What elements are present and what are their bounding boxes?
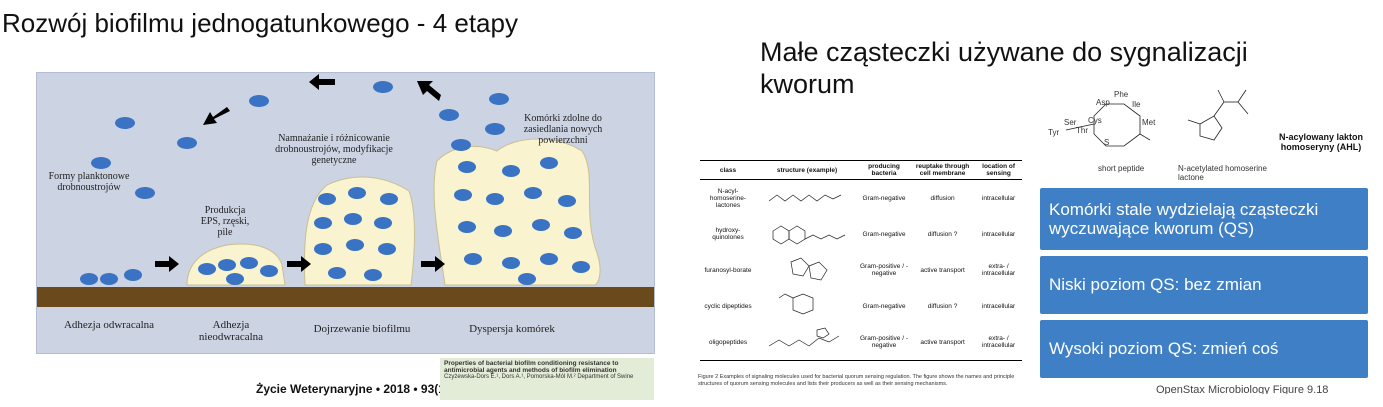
table-cell: intracellular bbox=[981, 302, 1016, 310]
residue-met: Met bbox=[1142, 118, 1156, 127]
table-row: hydroxy-quinolones Gram-negative diffusi… bbox=[700, 216, 1022, 252]
structure-cell bbox=[756, 288, 858, 324]
stage-label-1: Adhezja odwracalna bbox=[63, 319, 155, 331]
qs-box-low-level: Niski poziom QS: bez zmian bbox=[1040, 256, 1368, 314]
table-cell: diffusion ? bbox=[927, 230, 958, 238]
dispersal-arrows bbox=[203, 74, 441, 125]
table-cell: diffusion ? bbox=[927, 302, 958, 310]
table-row: furanosyl-borate Gram-positive / -negati… bbox=[700, 252, 1022, 288]
table-cell: Gram-negative bbox=[862, 230, 906, 238]
table-row: oligopeptides Gram-positive / -negative … bbox=[700, 324, 1022, 361]
table-header: class bbox=[700, 160, 756, 180]
ahl-caption: N-acetylated homoserine lactone bbox=[1178, 164, 1267, 182]
table-cell: active transport bbox=[920, 266, 965, 274]
table-header: location of sensing bbox=[975, 160, 1022, 180]
stage-label-2: Adhezja nieodwracalna bbox=[198, 319, 264, 343]
peptide-caption: short peptide bbox=[1098, 164, 1145, 173]
table-cell: Gram-positive / -negative bbox=[859, 263, 909, 277]
journal-citation: Życie Weterynaryjne • 2018 • 93(11) bbox=[256, 382, 455, 396]
paper-reference-box: Properties of bacterial biofilm conditio… bbox=[440, 358, 654, 400]
label-planktonic: Formy planktonowe drobnoustrojów bbox=[48, 171, 130, 193]
table-cell: cyclic dipeptides bbox=[704, 302, 752, 310]
table-cell: diffusion bbox=[930, 194, 955, 202]
residue-tyr: Tyr bbox=[1048, 128, 1060, 137]
table-cell: Gram-positive / -negative bbox=[858, 324, 910, 361]
structure-cell bbox=[756, 252, 858, 288]
table-cell: extra- / intracellular bbox=[975, 324, 1022, 361]
table-cell: furanosyl-borate bbox=[704, 266, 752, 274]
figure-caption: Figure 2 Examples of signaling molecules… bbox=[698, 374, 1015, 387]
furanosyl-borate-structure-icon bbox=[790, 257, 828, 281]
qs-box-constant-secretion: Komórki stale wydzielają cząsteczki wycz… bbox=[1040, 188, 1368, 250]
table-header: structure (example) bbox=[756, 160, 858, 180]
bacterial-cells bbox=[80, 81, 590, 285]
qs-box-text: Komórki stale wydzielają cząsteczki wycz… bbox=[1049, 200, 1319, 238]
residue-ser: Ser bbox=[1064, 118, 1077, 127]
table-header: reuptake through cell membrane bbox=[909, 160, 976, 180]
biofilm-illustration bbox=[37, 74, 654, 307]
left-slide-title: Rozwój biofilmu jednogatunkowego - 4 eta… bbox=[2, 8, 518, 38]
table-cell: intracellular bbox=[981, 194, 1016, 202]
qs-box-text: Wysoki poziom QS: zmień coś bbox=[1049, 339, 1279, 358]
biofilm-blob-large bbox=[433, 138, 601, 286]
biofilm-blob-small bbox=[186, 243, 286, 286]
table-cell: extra- / intracellular bbox=[981, 263, 1016, 277]
table-row: cyclic dipeptides Gram-negative diffusio… bbox=[700, 288, 1022, 324]
qs-molecules-table: class structure (example) producing bact… bbox=[700, 160, 1022, 361]
qs-box-high-level: Wysoki poziom QS: zmień coś bbox=[1040, 320, 1368, 378]
surface-bar bbox=[37, 287, 654, 307]
table-cell: N-acyl-homoserine-lactones bbox=[709, 187, 747, 209]
table-cell: Gram-negative bbox=[862, 194, 906, 202]
residue-cys: Cys bbox=[1088, 116, 1102, 125]
oligopeptide-structure-icon bbox=[768, 327, 840, 347]
ahl-structure bbox=[1178, 78, 1268, 158]
label-multiplication: Namnażanie i różnicowanie drobnoustrojów… bbox=[275, 133, 393, 166]
cyclic-dipeptide-structure-icon bbox=[778, 293, 814, 315]
ahl-label: N-acylowany lakton homoseryny (AHL) bbox=[1278, 132, 1364, 152]
table-cell: oligopeptides bbox=[700, 324, 756, 361]
residue-phe: Phe bbox=[1114, 90, 1129, 99]
residue-ile: Ile bbox=[1132, 100, 1141, 109]
structure-cell bbox=[756, 324, 858, 361]
stage-label-3: Dojrzewanie biofilmu bbox=[313, 323, 411, 335]
stage-arrows bbox=[155, 256, 445, 272]
short-peptide-structure: Tyr Ser Thr Cys Asp Phe Ile Met S bbox=[1044, 90, 1174, 170]
residue-asp: Asp bbox=[1096, 98, 1110, 107]
table-cell: hydroxy-quinolones bbox=[712, 227, 744, 241]
table-row: N-acyl-homoserine-lactones Gram-negative… bbox=[700, 180, 1022, 217]
table-header-row: class structure (example) producing bact… bbox=[700, 160, 1022, 180]
peptide-ring-drawing bbox=[1065, 103, 1151, 147]
biofilm-diagram: Formy planktonowe drobnoustrojów Produkc… bbox=[36, 72, 655, 354]
table-header: producing bacteria bbox=[858, 160, 910, 180]
residue-s: S bbox=[1104, 138, 1110, 147]
stage-label-4: Dyspersja komórek bbox=[469, 323, 555, 335]
ahl-structure-icon bbox=[768, 194, 842, 202]
paper-authors: Czyżewska-Dors E.¹, Dors A.¹, Pomorska-M… bbox=[444, 374, 634, 380]
structure-cell bbox=[756, 180, 858, 217]
paper-title: Properties of bacterial biofilm conditio… bbox=[444, 360, 619, 374]
right-slide-title: Małe cząsteczki używane do sygnalizacji … bbox=[760, 37, 1248, 99]
residue-thr: Thr bbox=[1076, 126, 1088, 135]
structure-cell bbox=[756, 216, 858, 252]
table-cell: Gram-negative bbox=[862, 302, 906, 310]
table-cell: intracellular bbox=[981, 230, 1016, 238]
qs-box-text: Niski poziom QS: bez zmian bbox=[1049, 275, 1262, 294]
table-cell: active transport bbox=[909, 324, 976, 361]
source-credit: OpenStax Microbiology Figure 9.18 bbox=[1156, 384, 1329, 394]
label-production: Produkcja EPS, rzęski, pile bbox=[200, 205, 250, 238]
quinolone-structure-icon bbox=[772, 225, 846, 245]
label-colonizing: Komórki zdolne do zasiedlania nowych pow… bbox=[523, 113, 603, 146]
ahl-drawing bbox=[1187, 89, 1249, 141]
